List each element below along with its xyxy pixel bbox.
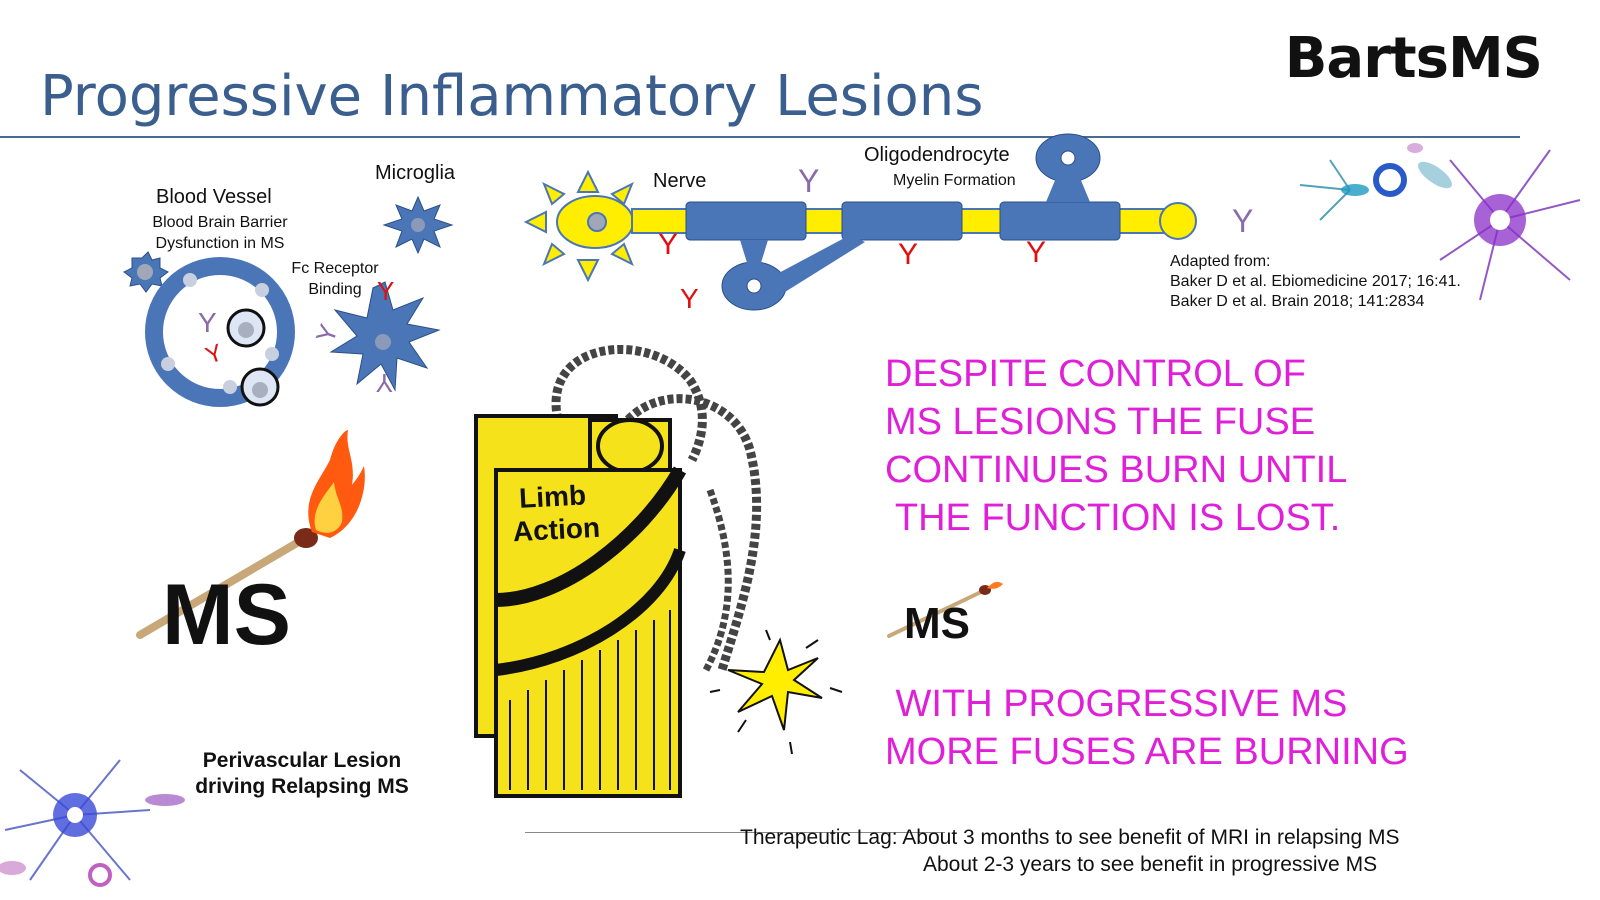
svg-text:Y: Y xyxy=(798,163,819,199)
progressive-line-1: WITH PROGRESSIVE MS xyxy=(885,683,1348,725)
bbb-line-1: Blood Brain Barrier xyxy=(152,214,288,231)
microglia-label: Microglia xyxy=(375,162,456,184)
neuron-illustration-top-right xyxy=(1299,143,1581,301)
fuse-line-1: DESPITE CONTROL OF xyxy=(885,353,1306,395)
svg-text:Y: Y xyxy=(376,368,393,398)
svg-text:Y: Y xyxy=(377,276,394,306)
activated-microglia-icon: Y Y Y xyxy=(310,276,441,398)
svg-text:Y: Y xyxy=(198,307,217,338)
citation-heading: Adapted from: xyxy=(1170,253,1271,270)
perivascular-caption: Perivascular Lesion driving Relapsing MS xyxy=(188,748,416,800)
footer-rule xyxy=(525,832,945,833)
svg-text:Y: Y xyxy=(310,320,344,347)
blood-vessel-illustration: Y Y xyxy=(123,251,295,407)
dynamite-label-line-1: Limb xyxy=(518,479,587,514)
perivascular-line-1: Perivascular Lesion xyxy=(202,749,402,772)
myelin-formation-label: Myelin Formation xyxy=(893,172,1016,189)
citation-ref-2: Baker D et al. Brain 2018; 141:2834 xyxy=(1170,293,1425,310)
svg-text:Y: Y xyxy=(898,238,918,271)
citation-ref-1: Baker D et al. Ebiomedicine 2017; 16:41. xyxy=(1170,273,1461,290)
dynamite-label-line-2: Action xyxy=(512,511,601,548)
dynamite-label: Limb Action xyxy=(510,478,601,548)
oligodendrocyte-label: Oligodendrocyte xyxy=(864,144,1010,166)
svg-text:Y: Y xyxy=(680,283,699,314)
title-divider xyxy=(0,136,1520,138)
nerve-axon-illustration: Y Y Y Y Y Y xyxy=(523,133,1253,314)
blood-vessel-label: Blood Vessel xyxy=(156,186,272,208)
resting-microglia-icon xyxy=(382,195,454,255)
neuron-illustration-bottom-left xyxy=(0,759,185,887)
nerve-label: Nerve xyxy=(653,170,707,192)
fc-line-2: Binding xyxy=(308,281,362,298)
therapeutic-lag-line-2: About 2-3 years to see benefit in progre… xyxy=(923,853,1378,876)
progressive-line-2: MORE FUSES ARE BURNING xyxy=(885,731,1409,773)
fuse-statement: DESPITE CONTROL OF MS LESIONS THE FUSE C… xyxy=(885,350,1347,542)
dynamite-bundle-illustration xyxy=(474,344,843,798)
progressive-statement: WITH PROGRESSIVE MS MORE FUSES ARE BURNI… xyxy=(885,680,1409,776)
slide-title: Progressive Inflammatory Lesions xyxy=(40,64,984,129)
fuse-line-4: THE FUNCTION IS LOST. xyxy=(885,497,1341,539)
perivascular-line-2: driving Relapsing MS xyxy=(195,775,409,798)
bbb-line-2: Dysfunction in MS xyxy=(155,235,285,252)
ms-label-small: MS xyxy=(904,599,970,648)
fc-receptor-label: Fc Receptor Binding xyxy=(280,258,390,300)
ms-label-large: MS xyxy=(162,567,291,663)
citation-block: Adapted from: Baker D et al. Ebiomedicin… xyxy=(1170,252,1461,312)
fuse-line-3: CONTINUES BURN UNTIL xyxy=(885,449,1348,491)
bartsms-logo: BartsMS xyxy=(1284,26,1543,91)
lit-match-small-illustration xyxy=(887,581,1003,638)
svg-text:Y: Y xyxy=(202,339,226,370)
therapeutic-lag-line-1: Therapeutic Lag: About 3 months to see b… xyxy=(740,826,1400,849)
fc-line-1: Fc Receptor xyxy=(291,260,379,277)
fuse-line-2: MS LESIONS THE FUSE xyxy=(885,401,1316,443)
svg-text:Y: Y xyxy=(1232,203,1253,239)
svg-text:Y: Y xyxy=(658,228,678,261)
lit-match-large-illustration xyxy=(136,430,365,639)
svg-text:Y: Y xyxy=(1026,236,1046,269)
bbb-dysfunction-label: Blood Brain Barrier Dysfunction in MS xyxy=(140,212,300,254)
